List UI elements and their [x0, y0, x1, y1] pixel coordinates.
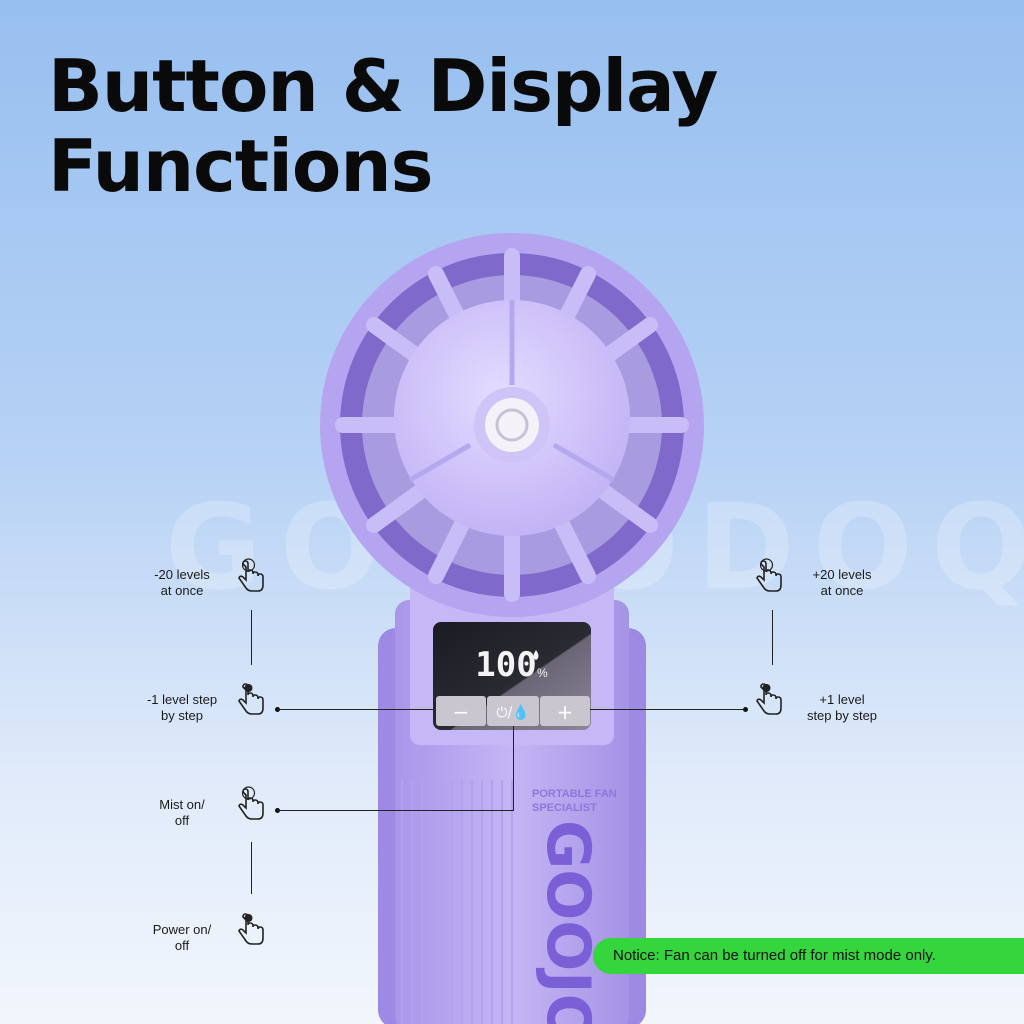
plus-button-label: +: [557, 700, 574, 724]
connector-line: [513, 726, 514, 810]
hand-hold-icon: [238, 786, 264, 820]
handle-grooves: [401, 780, 513, 1024]
hand-hold-icon: [756, 558, 782, 592]
callout-minus-tap-line-2: by step: [161, 708, 203, 723]
power-mist-button-label: ⏻/💧: [496, 704, 529, 721]
callout-power-line-1: Power on/: [152, 922, 212, 937]
callout-mist-line-2: off: [174, 813, 190, 828]
hand-tap-icon: [238, 683, 264, 715]
title-line-2: Functions: [48, 124, 433, 208]
notice-banner: Notice: Fan can be turned off for mist m…: [593, 938, 1024, 974]
hand-tap-icon: [756, 683, 782, 715]
callout-minus-hold-line-1: -20 levels: [154, 567, 210, 582]
connector-line: [772, 610, 773, 665]
connector-line: [251, 610, 252, 665]
page-title: Button & Display Functions: [48, 44, 718, 208]
connector-dot: [275, 808, 280, 813]
mist-drop-icon: [533, 650, 539, 660]
connector-line: [278, 810, 514, 811]
connector-line: [251, 842, 252, 894]
hand-tap-icon: [238, 913, 264, 945]
callout-plus-tap-line-1: +1 level: [819, 692, 865, 707]
callout-mist: Mist on/ off: [112, 797, 252, 829]
callout-mist-line-1: Mist on/: [159, 797, 205, 812]
display-unit: %: [537, 666, 548, 680]
brand-tagline-line-1: PORTABLE FAN: [532, 788, 617, 800]
minus-button[interactable]: [436, 696, 486, 726]
callout-minus-hold: -20 levels at once: [112, 567, 252, 599]
callout-power: Power on/ off: [112, 922, 252, 954]
callout-minus-tap: -1 level step by step: [112, 692, 252, 724]
callout-plus-hold: +20 levels at once: [772, 567, 912, 599]
callout-minus-hold-line-2: at once: [160, 583, 204, 598]
callout-power-line-2: off: [174, 938, 190, 953]
connector-line: [278, 709, 436, 710]
minus-button-label: −: [453, 700, 470, 724]
connector-line: [590, 709, 745, 710]
callout-plus-hold-line-2: at once: [820, 583, 864, 598]
callout-plus-hold-line-1: +20 levels: [812, 567, 872, 582]
callout-plus-tap-line-2: step by step: [806, 708, 878, 723]
hand-hold-icon: [238, 558, 264, 592]
power-mist-button[interactable]: [487, 696, 539, 726]
connector-dot: [275, 707, 280, 712]
connector-dot: [743, 707, 748, 712]
title-line-1: Button & Display: [48, 44, 718, 128]
callout-minus-tap-line-1: -1 level step: [146, 692, 218, 707]
brand-tagline-line-2: SPECIALIST: [532, 802, 597, 814]
brand-logo: GOOJO: [533, 820, 603, 1024]
plus-button[interactable]: [540, 696, 590, 726]
callout-plus-tap: +1 level step by step: [772, 692, 912, 724]
fan-hub-center: [485, 398, 539, 452]
display-reading: 100: [475, 645, 536, 685]
